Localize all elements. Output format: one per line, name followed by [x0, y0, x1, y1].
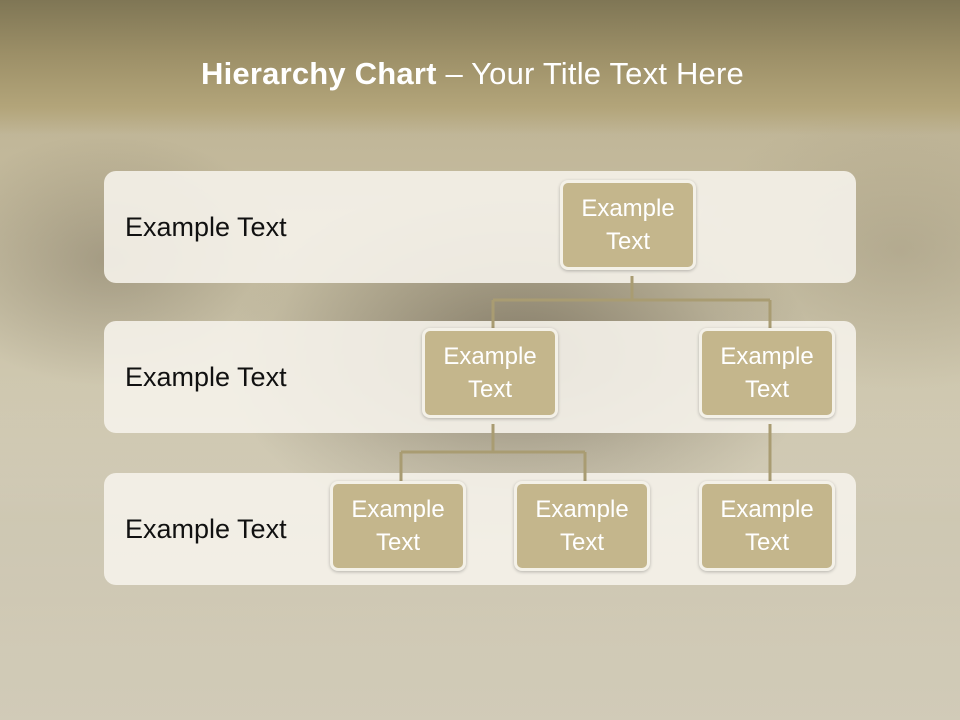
node-level3-b-text: Example Text	[535, 496, 629, 556]
node-level3-c-text: Example Text	[720, 496, 814, 556]
level-band-1: Example Text	[104, 171, 856, 283]
node-level2-right-text: Example Text	[720, 343, 814, 403]
node-level3-b: Example Text	[514, 481, 650, 571]
node-level3-a: Example Text	[330, 481, 466, 571]
title-bar: Hierarchy Chart – Your Title Text Here	[0, 0, 960, 135]
title-bold: Hierarchy Chart	[201, 56, 437, 91]
node-level2-left: Example Text	[422, 328, 558, 418]
slide-title: Hierarchy Chart – Your Title Text Here	[0, 56, 945, 92]
node-root: Example Text	[560, 180, 696, 270]
level-label-2: Example Text	[125, 361, 287, 392]
level-label-3: Example Text	[125, 513, 287, 544]
node-level2-right: Example Text	[699, 328, 835, 418]
node-level3-a-text: Example Text	[351, 496, 445, 556]
title-rest: – Your Title Text Here	[436, 56, 744, 91]
node-level3-c: Example Text	[699, 481, 835, 571]
level-label-1: Example Text	[125, 211, 287, 242]
node-level2-left-text: Example Text	[443, 343, 537, 403]
node-root-text: Example Text	[581, 195, 675, 255]
